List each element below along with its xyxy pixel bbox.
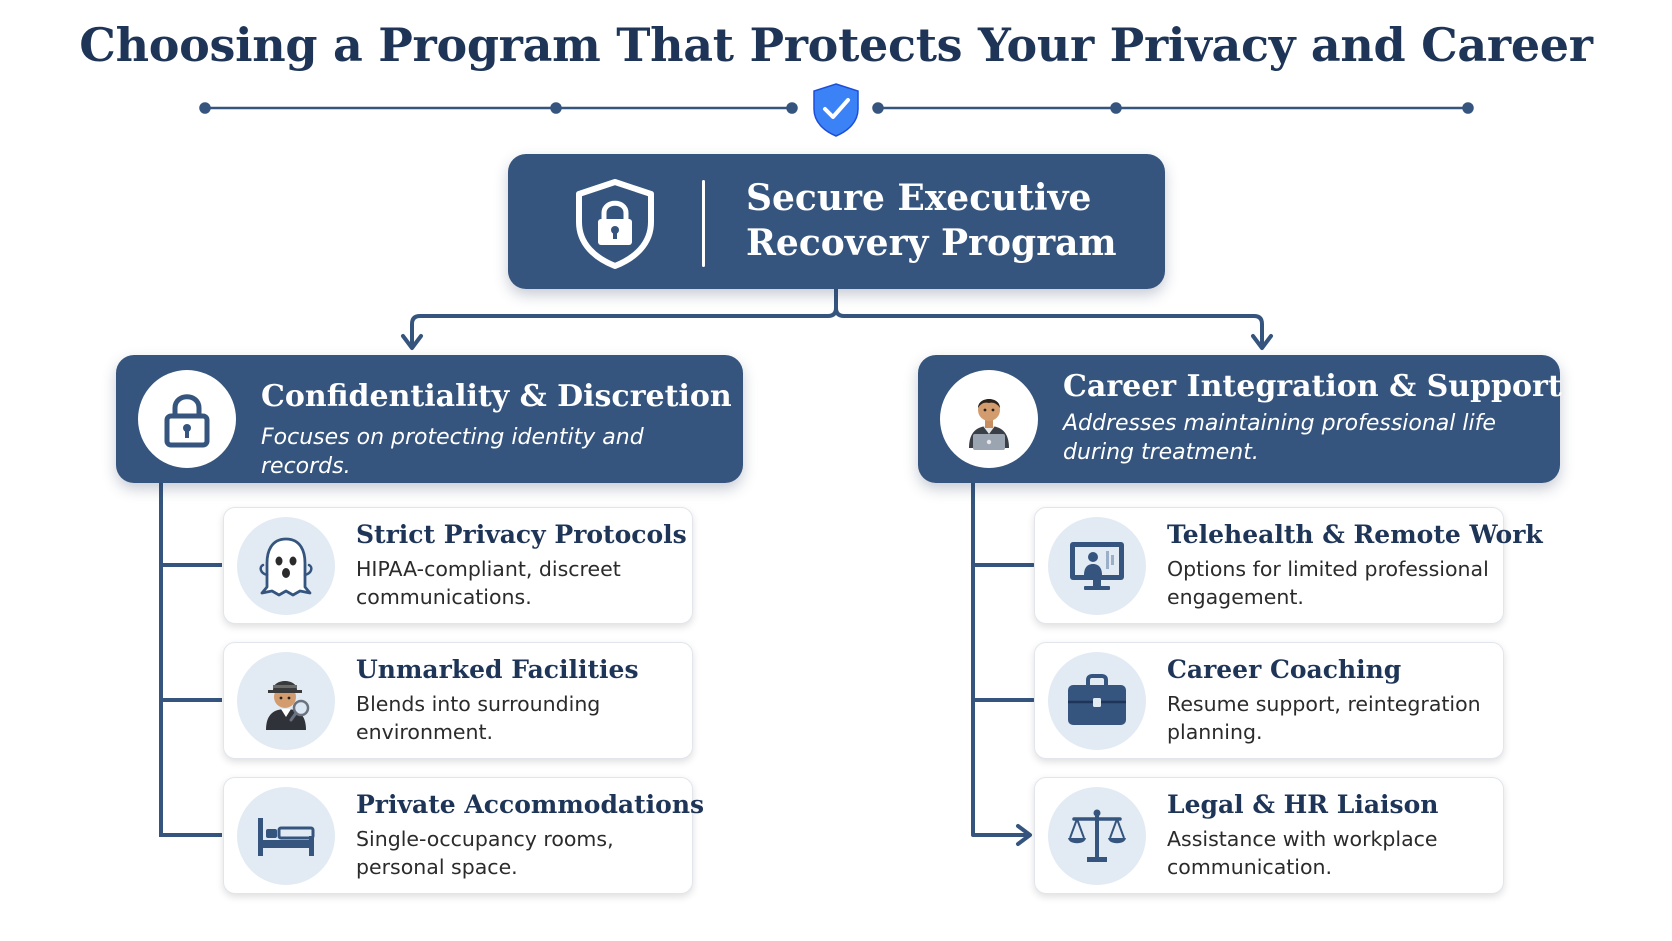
shield-lock-icon [573,178,657,270]
card-description: Resume support, reintegration planning. [1167,692,1481,744]
detective-icon [237,652,335,750]
card-description: Options for limited professional engagem… [1167,557,1489,609]
card-career-coaching: Career Coaching Resume support, reintegr… [1034,642,1504,759]
check-shield-icon [813,83,859,137]
title-divider [199,102,1474,114]
root-title: Secure Executive Recovery Program [746,177,1117,264]
branch-subtitle: Focuses on protecting identity and recor… [261,425,644,479]
page-title: Choosing a Program That Protects Your Pr… [79,18,1593,72]
briefcase-icon [1048,652,1146,750]
branch-career: Career Integration & Support Addresses m… [918,355,1562,483]
left-branch-connectors [159,483,222,837]
branch-title: Career Integration & Support [1063,369,1562,404]
card-unmarked-facilities: Unmarked Facilities Blends into surround… [223,642,693,759]
card-title: Unmarked Facilities [356,655,639,684]
right-branch-connectors [971,481,1035,846]
branch-confidentiality: Confidentiality & Discretion Focuses on … [116,355,743,483]
card-title: Career Coaching [1167,655,1402,684]
root-node: Secure Executive Recovery Program [508,154,1165,289]
root-divider [702,180,705,267]
card-telehealth: Telehealth & Remote Work Options for lim… [1034,507,1543,624]
card-legal-hr: Legal & HR Liaison Assistance with workp… [1034,777,1504,894]
root-connectors [410,289,1264,345]
scales-icon [1048,787,1146,885]
card-title: Strict Privacy Protocols [356,520,687,549]
card-description: Assistance with workplace communication. [1167,827,1438,879]
monitor-icon [1048,517,1146,615]
root-arrowheads [401,334,1273,350]
card-private-accommodations: Private Accommodations Single-occupancy … [223,777,704,894]
branch-title: Confidentiality & Discretion [261,379,732,414]
bed-icon [237,787,335,885]
card-description: Blends into surrounding environment. [356,692,601,744]
card-title: Legal & HR Liaison [1167,790,1439,819]
technologist-icon [940,370,1038,468]
card-description: HIPAA-compliant, discreet communications… [356,557,621,609]
padlock-icon [138,370,236,468]
card-description: Single-occupancy rooms, personal space. [356,827,614,879]
card-title: Private Accommodations [356,790,705,819]
card-strict-privacy: Strict Privacy Protocols HIPAA-compliant… [223,507,693,624]
branch-subtitle: Addresses maintaining professional life … [1063,411,1496,465]
ghost-icon [237,517,335,615]
card-title: Telehealth & Remote Work [1167,520,1543,549]
